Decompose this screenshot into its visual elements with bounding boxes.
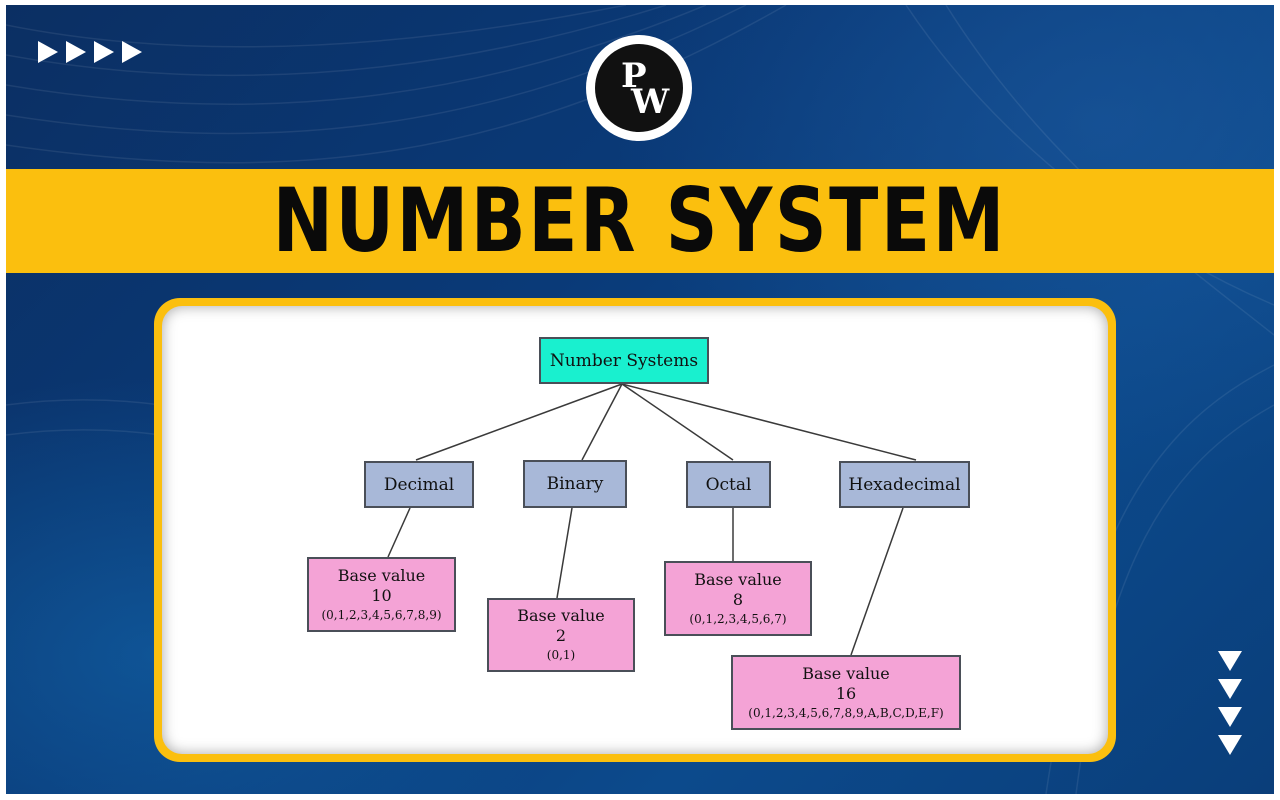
- down-arrow-icon: [1218, 679, 1242, 699]
- decorative-arrows-right: [38, 41, 142, 63]
- logo-letter-w: W: [631, 82, 670, 122]
- down-arrow-icon: [1218, 735, 1242, 755]
- base-label: Base value: [517, 606, 605, 625]
- base-value: 16: [835, 683, 857, 703]
- base-label: Base value: [337, 565, 426, 585]
- down-arrow-icon: [1218, 707, 1242, 727]
- page-title: NUMBER SYSTEM: [272, 169, 1008, 272]
- base-label: Base value: [802, 663, 890, 683]
- node-decimal-base: Base value 10 (0,1,2,3,4,5,6,7,8,9): [307, 557, 456, 632]
- node-label: Binary: [546, 474, 604, 494]
- play-arrow-icon: [94, 41, 114, 63]
- base-value: 8: [732, 589, 744, 609]
- decorative-arrows-down: [1218, 651, 1242, 755]
- node-hexadecimal-base: Base value 16 (0,1,2,3,4,5,6,7,8,9,A,B,C…: [731, 655, 961, 730]
- node-hexadecimal: Hexadecimal: [839, 461, 970, 508]
- base-digits: (0,1): [546, 648, 576, 662]
- node-octal: Octal: [686, 461, 771, 508]
- title-banner: NUMBER SYSTEM: [6, 169, 1274, 273]
- base-digits: (0,1,2,3,4,5,6,7,8,9,A,B,C,D,E,F): [748, 705, 944, 720]
- pw-logo: P W: [586, 35, 692, 141]
- base-label: Base value: [694, 569, 782, 589]
- node-label: Number Systems: [549, 350, 699, 371]
- node-decimal: Decimal: [364, 461, 474, 508]
- node-binary-base: Base value 2 (0,1): [487, 598, 635, 672]
- base-digits: (0,1,2,3,4,5,6,7,8,9): [321, 607, 442, 622]
- base-value: 2: [555, 626, 567, 645]
- node-label: Decimal: [383, 474, 455, 495]
- base-digits: (0,1,2,3,4,5,6,7): [689, 611, 787, 626]
- node-label: Octal: [705, 474, 752, 495]
- node-binary: Binary: [523, 460, 627, 508]
- logo-letter-p: P: [621, 56, 647, 96]
- node-octal-base: Base value 8 (0,1,2,3,4,5,6,7): [664, 561, 812, 636]
- base-value: 10: [371, 585, 392, 605]
- play-arrow-icon: [38, 41, 58, 63]
- play-arrow-icon: [122, 41, 142, 63]
- down-arrow-icon: [1218, 651, 1242, 671]
- node-number-systems: Number Systems: [539, 337, 709, 384]
- node-label: Hexadecimal: [848, 474, 961, 495]
- play-arrow-icon: [66, 41, 86, 63]
- pw-logo-mark: P W: [595, 44, 683, 132]
